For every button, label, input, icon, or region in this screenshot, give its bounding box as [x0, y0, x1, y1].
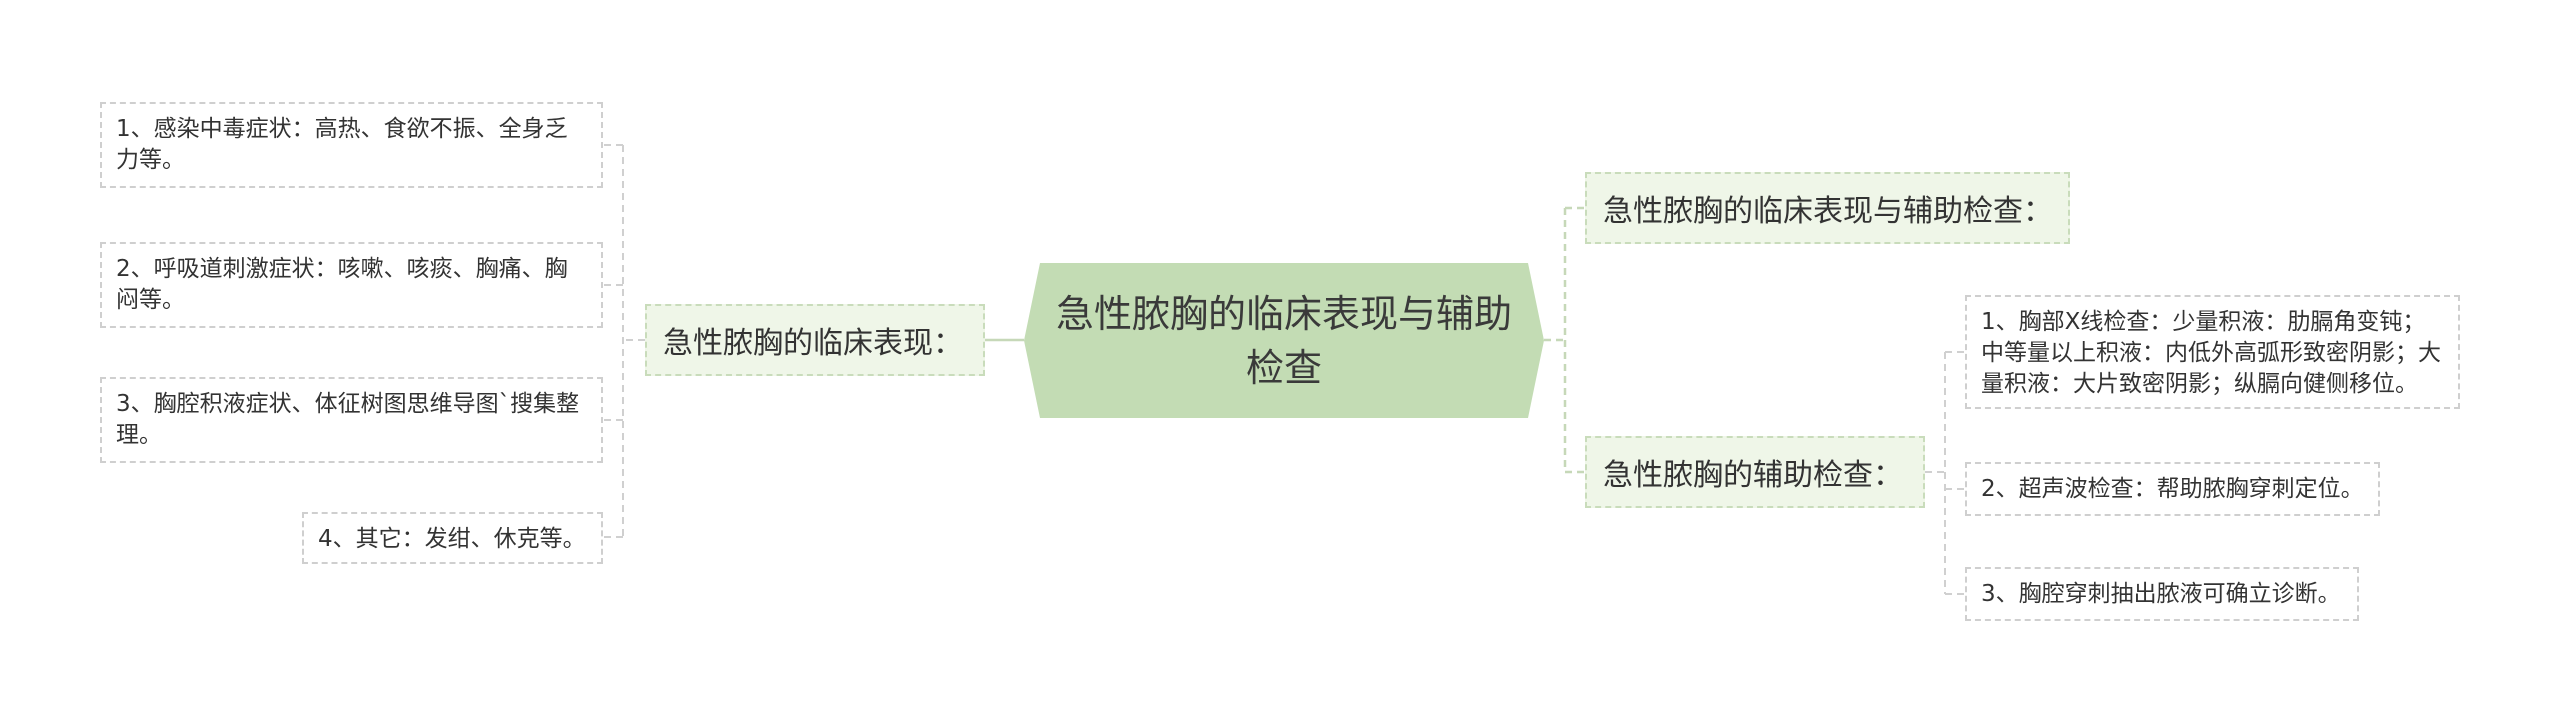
branch-label: 急性脓胸的临床表现：: [663, 326, 963, 361]
leaf-text: 3、胸腔积液症状、体征树图思维导图`搜集整理。: [116, 391, 580, 448]
leaf-text: 1、感染中毒症状：高热、食欲不振、全身乏力等。: [116, 116, 568, 173]
leaf-item[interactable]: 1、胸部X线检查：少量积液：肋膈角变钝；中等量以上积液：内低外高弧形致密阴影；大…: [1965, 295, 2460, 409]
connector-root-right: [1544, 206, 1585, 474]
root-topic-text: 急性脓胸的临床表现与辅助检查: [1055, 291, 1512, 390]
leaf-text: 3、胸腔穿刺抽出脓液可确立诊断。: [1981, 581, 2341, 607]
leaf-item[interactable]: 2、呼吸道刺激症状：咳嗽、咳痰、胸痛、胸闷等。: [100, 242, 603, 328]
branch-auxiliary-exams[interactable]: 急性脓胸的辅助检查：: [1585, 436, 1925, 508]
leaf-item[interactable]: 3、胸腔穿刺抽出脓液可确立诊断。: [1965, 567, 2359, 621]
connector-right-leaves: [1925, 351, 1965, 595]
leaf-item[interactable]: 2、超声波检查：帮助脓胸穿刺定位。: [1965, 462, 2380, 516]
branch-clinical-manifestations[interactable]: 急性脓胸的临床表现：: [645, 304, 985, 376]
leaf-text: 2、超声波检查：帮助脓胸穿刺定位。: [1981, 476, 2364, 502]
root-topic[interactable]: 急性脓胸的临床表现与辅助检查: [1024, 263, 1544, 418]
branch-label: 急性脓胸的辅助检查：: [1603, 458, 1903, 493]
leaf-text: 2、呼吸道刺激症状：咳嗽、咳痰、胸痛、胸闷等。: [116, 256, 568, 313]
leaf-item[interactable]: 4、其它：发绀、休克等。: [302, 512, 603, 564]
branch-manifestations-and-exams[interactable]: 急性脓胸的临床表现与辅助检查：: [1585, 172, 2070, 244]
branch-label: 急性脓胸的临床表现与辅助检查：: [1603, 194, 2053, 229]
connector-left-leaves: [603, 144, 645, 538]
leaf-text: 4、其它：发绀、休克等。: [318, 526, 586, 552]
leaf-item[interactable]: 1、感染中毒症状：高热、食欲不振、全身乏力等。: [100, 102, 603, 188]
leaf-text: 1、胸部X线检查：少量积液：肋膈角变钝；中等量以上积液：内低外高弧形致密阴影；大…: [1981, 309, 2441, 397]
leaf-item[interactable]: 3、胸腔积液症状、体征树图思维导图`搜集整理。: [100, 377, 603, 463]
